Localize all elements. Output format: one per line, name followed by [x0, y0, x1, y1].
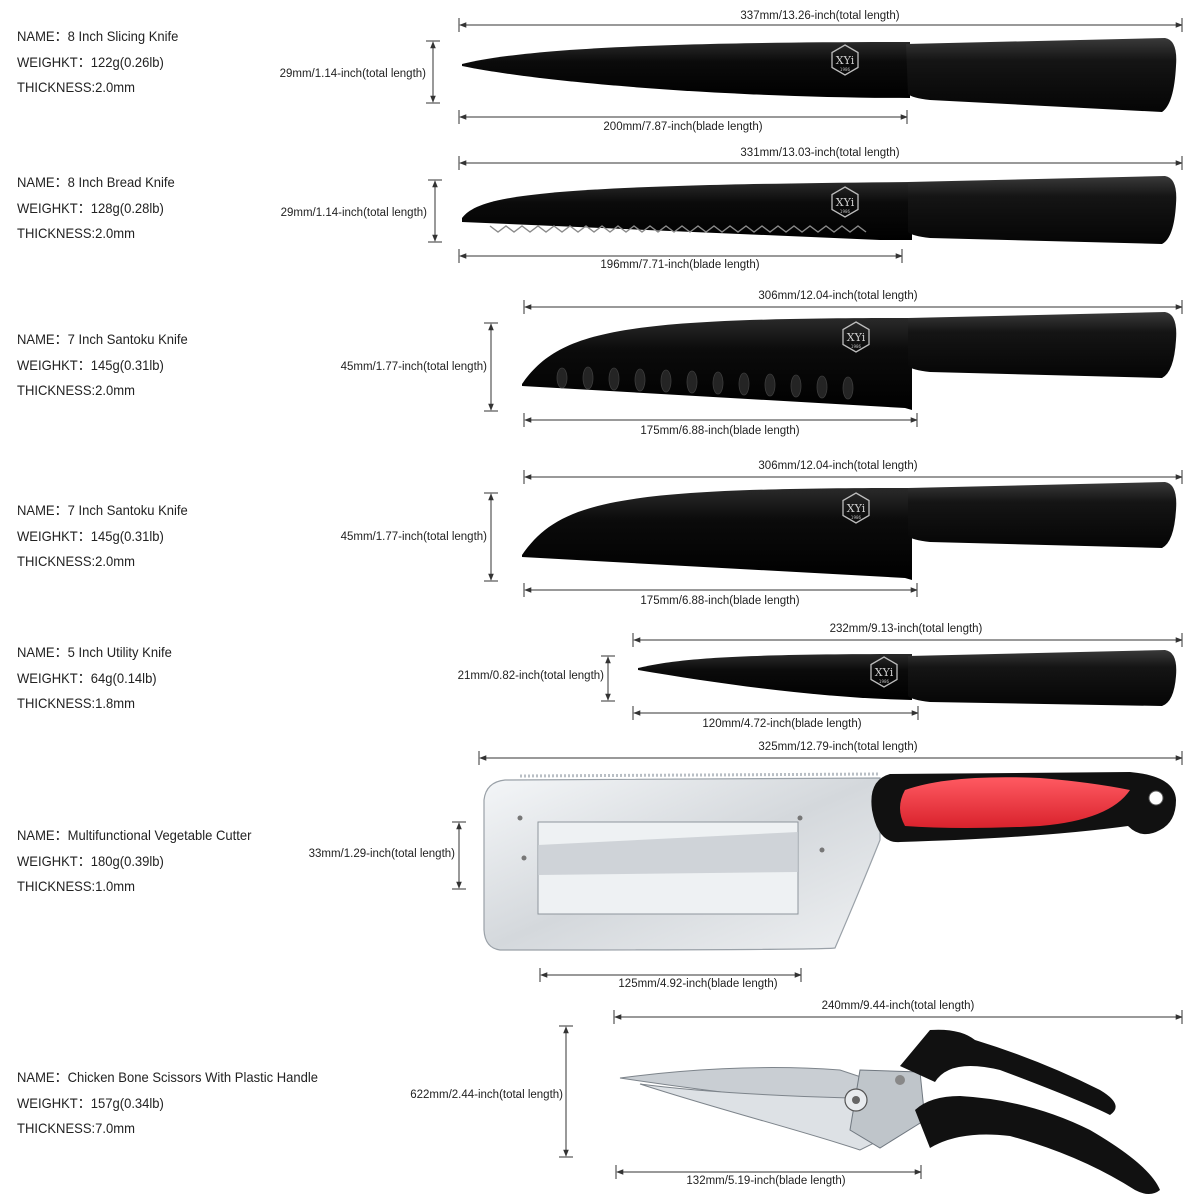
height-label: 45mm/1.77-inch(total length)	[340, 361, 487, 373]
item-weight: WEIGHKT：157g(0.34lb)	[17, 1094, 164, 1111]
item-thickness: THICKNESS:7.0mm	[17, 1120, 135, 1136]
item-name: NAME：7 Inch Santoku Knife	[17, 502, 188, 518]
height-label: 29mm/1.14-inch(total length)	[280, 207, 427, 219]
bread-knife	[462, 176, 1177, 244]
total-length-label: 232mm/9.13-inch(total length)	[829, 623, 983, 635]
item-name: NAME：Chicken Bone Scissors With Plastic …	[17, 1069, 319, 1085]
vegetable-cutter	[483, 772, 1176, 951]
item-name: NAME：7 Inch Santoku Knife	[17, 331, 188, 347]
dimension-lines-7	[559, 1010, 1183, 1179]
dimension-lines-5	[601, 633, 1183, 720]
item-thickness: THICKNESS:2.0mm	[17, 225, 135, 241]
item-name: NAME：8 Inch Slicing Knife	[17, 28, 179, 44]
blade-length-label: 200mm/7.87-inch(blade length)	[603, 121, 763, 133]
height-label: 622mm/2.44-inch(total length)	[410, 1089, 563, 1101]
total-length-label: 306mm/12.04-inch(total length)	[758, 460, 918, 472]
santoku-knife-2	[522, 482, 1177, 580]
total-length-label: 306mm/12.04-inch(total length)	[758, 290, 918, 302]
item-name: NAME：Multifunctional Vegetable Cutter	[17, 827, 252, 843]
item-weight: WEIGHKT：145g(0.31lb)	[17, 527, 164, 544]
blade-length-label: 132mm/5.19-inch(blade length)	[686, 1175, 846, 1187]
total-length-label: 331mm/13.03-inch(total length)	[740, 147, 900, 159]
item-weight: WEIGHKT：128g(0.28lb)	[17, 199, 164, 216]
height-label: 21mm/0.82-inch(total length)	[457, 670, 604, 682]
santoku-knife-1	[522, 312, 1177, 410]
spec-block-2: NAME：8 Inch Bread Knife WEIGHKT：128g(0.2…	[17, 170, 175, 247]
height-label: 29mm/1.14-inch(total length)	[279, 68, 426, 80]
utility-knife	[638, 650, 1177, 706]
total-length-label: 337mm/13.26-inch(total length)	[740, 10, 900, 22]
item-thickness: THICKNESS:2.0mm	[17, 79, 135, 95]
spec-block-1: NAME：8 Inch Slicing Knife WEIGHKT：122g(0…	[17, 24, 178, 101]
blade-length-label: 120mm/4.72-inch(blade length)	[702, 718, 862, 730]
item-thickness: THICKNESS:2.0mm	[17, 382, 135, 398]
dimension-lines-4	[484, 470, 1183, 597]
dimension-lines-3	[484, 300, 1183, 427]
total-length-label: 240mm/9.44-inch(total length)	[821, 1000, 975, 1012]
spec-block-7: NAME：Chicken Bone Scissors With Plastic …	[17, 1065, 318, 1142]
blade-length-label: 175mm/6.88-inch(blade length)	[640, 425, 800, 437]
dimension-lines-2	[428, 156, 1183, 263]
item-weight: WEIGHKT：145g(0.31lb)	[17, 356, 164, 373]
dimension-lines-6	[452, 751, 1183, 982]
blade-length-label: 175mm/6.88-inch(blade length)	[640, 595, 800, 607]
height-label: 45mm/1.77-inch(total length)	[340, 531, 487, 543]
item-name: NAME：5 Inch Utility Knife	[17, 644, 172, 660]
blade-length-label: 196mm/7.71-inch(blade length)	[600, 259, 760, 271]
dimension-lines-1	[426, 18, 1183, 124]
item-weight: WEIGHKT：64g(0.14lb)	[17, 669, 157, 686]
slicing-knife	[462, 38, 1177, 112]
item-weight: WEIGHKT：122g(0.26lb)	[17, 53, 164, 70]
item-thickness: THICKNESS:1.8mm	[17, 695, 135, 711]
chicken-bone-scissors	[619, 1029, 1160, 1194]
spec-block-3: NAME：7 Inch Santoku Knife WEIGHKT：145g(0…	[17, 327, 188, 404]
item-name: NAME：8 Inch Bread Knife	[17, 174, 175, 190]
blade-length-label: 125mm/4.92-inch(blade length)	[618, 978, 778, 990]
item-thickness: THICKNESS:1.0mm	[17, 878, 135, 894]
total-length-label: 325mm/12.79-inch(total length)	[758, 741, 918, 753]
item-weight: WEIGHKT：180g(0.39lb)	[17, 852, 164, 869]
item-thickness: THICKNESS:2.0mm	[17, 553, 135, 569]
spec-block-4: NAME：7 Inch Santoku Knife WEIGHKT：145g(0…	[17, 498, 188, 575]
spec-block-6: NAME：Multifunctional Vegetable Cutter WE…	[17, 823, 251, 900]
spec-block-5: NAME：5 Inch Utility Knife WEIGHKT：64g(0.…	[17, 640, 172, 717]
height-label: 33mm/1.29-inch(total length)	[308, 848, 455, 860]
